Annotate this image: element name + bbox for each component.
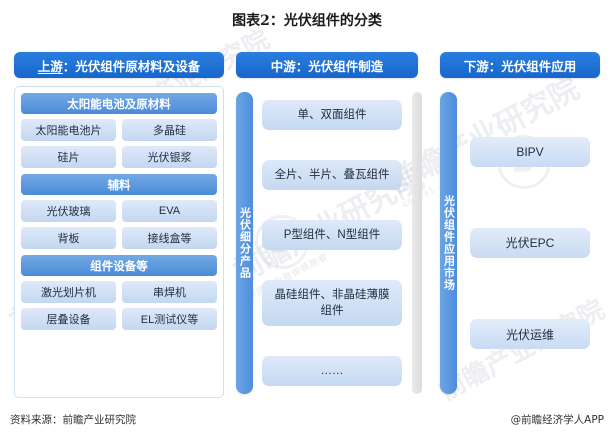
section-items-equipment: 激光划片机 串焊机 层叠设备 EL测试仪等 bbox=[21, 281, 217, 330]
item-cell[interactable]: 激光划片机 bbox=[21, 281, 116, 303]
vertical-label-midstream-text: 光伏细分产品 bbox=[238, 207, 251, 279]
brand-note: @前瞻经济学人APP bbox=[510, 414, 604, 426]
list-item[interactable]: 单、双面组件 bbox=[262, 100, 402, 130]
list-item[interactable]: 光伏EPC bbox=[470, 227, 590, 258]
item-cell[interactable]: 接线盒等 bbox=[122, 227, 217, 249]
column-divider bbox=[412, 92, 422, 394]
column-header-midstream: 中游：光伏组件制造 bbox=[236, 52, 418, 78]
vertical-label-downstream: 光伏组件应用市场 bbox=[440, 92, 457, 394]
list-item[interactable]: 晶硅组件、非晶硅薄膜组件 bbox=[262, 280, 402, 326]
vertical-label-downstream-text: 光伏组件应用市场 bbox=[442, 195, 455, 291]
item-cell[interactable]: 光伏银浆 bbox=[122, 146, 217, 168]
source-note: 资料来源：前瞻产业研究院 bbox=[10, 414, 136, 426]
footer: 资料来源：前瞻产业研究院 @前瞻经济学人APP bbox=[0, 412, 614, 428]
column-header-upstream: 上游：光伏组件原材料及设备 bbox=[14, 52, 224, 78]
section-header-auxiliary: 辅料 bbox=[21, 174, 217, 195]
item-cell[interactable]: EL测试仪等 bbox=[122, 308, 217, 330]
column-header-downstream: 下游：光伏组件应用 bbox=[440, 52, 600, 78]
list-item[interactable]: P型组件、N型组件 bbox=[262, 220, 402, 250]
downstream-item-list: BIPV 光伏EPC 光伏运维 bbox=[470, 92, 590, 394]
item-cell[interactable]: 硅片 bbox=[21, 146, 116, 168]
upstream-panel: 太阳能电池及原材料 太阳能电池片 多晶硅 硅片 光伏银浆 辅料 光伏玻璃 EVA… bbox=[14, 86, 224, 398]
item-cell[interactable]: 串焊机 bbox=[122, 281, 217, 303]
item-cell[interactable]: 光伏玻璃 bbox=[21, 200, 116, 222]
list-item-ellipsis[interactable]: …… bbox=[262, 356, 402, 386]
column-header-upstream-prefix: 上游 bbox=[37, 59, 63, 74]
item-cell[interactable]: 太阳能电池片 bbox=[21, 119, 116, 141]
item-cell[interactable]: 多晶硅 bbox=[122, 119, 217, 141]
item-cell[interactable]: 层叠设备 bbox=[21, 308, 116, 330]
item-cell[interactable]: 背板 bbox=[21, 227, 116, 249]
list-item[interactable]: 全片、半片、叠瓦组件 bbox=[262, 160, 402, 190]
midstream-item-list: 单、双面组件 全片、半片、叠瓦组件 P型组件、N型组件 晶硅组件、非晶硅薄膜组件… bbox=[262, 92, 402, 394]
section-header-solar-cell: 太阳能电池及原材料 bbox=[21, 93, 217, 114]
list-item[interactable]: 光伏运维 bbox=[470, 319, 590, 350]
vertical-label-midstream: 光伏细分产品 bbox=[236, 92, 253, 394]
section-items-auxiliary: 光伏玻璃 EVA 背板 接线盒等 bbox=[21, 200, 217, 249]
section-items-solar-cell: 太阳能电池片 多晶硅 硅片 光伏银浆 bbox=[21, 119, 217, 168]
page-title: 图表2：光伏组件的分类 bbox=[232, 13, 382, 29]
section-header-equipment: 组件设备等 bbox=[21, 255, 217, 276]
item-cell[interactable]: EVA bbox=[122, 200, 217, 222]
column-header-upstream-rest: ：光伏组件原材料及设备 bbox=[62, 59, 201, 74]
list-item[interactable]: BIPV bbox=[470, 136, 590, 167]
